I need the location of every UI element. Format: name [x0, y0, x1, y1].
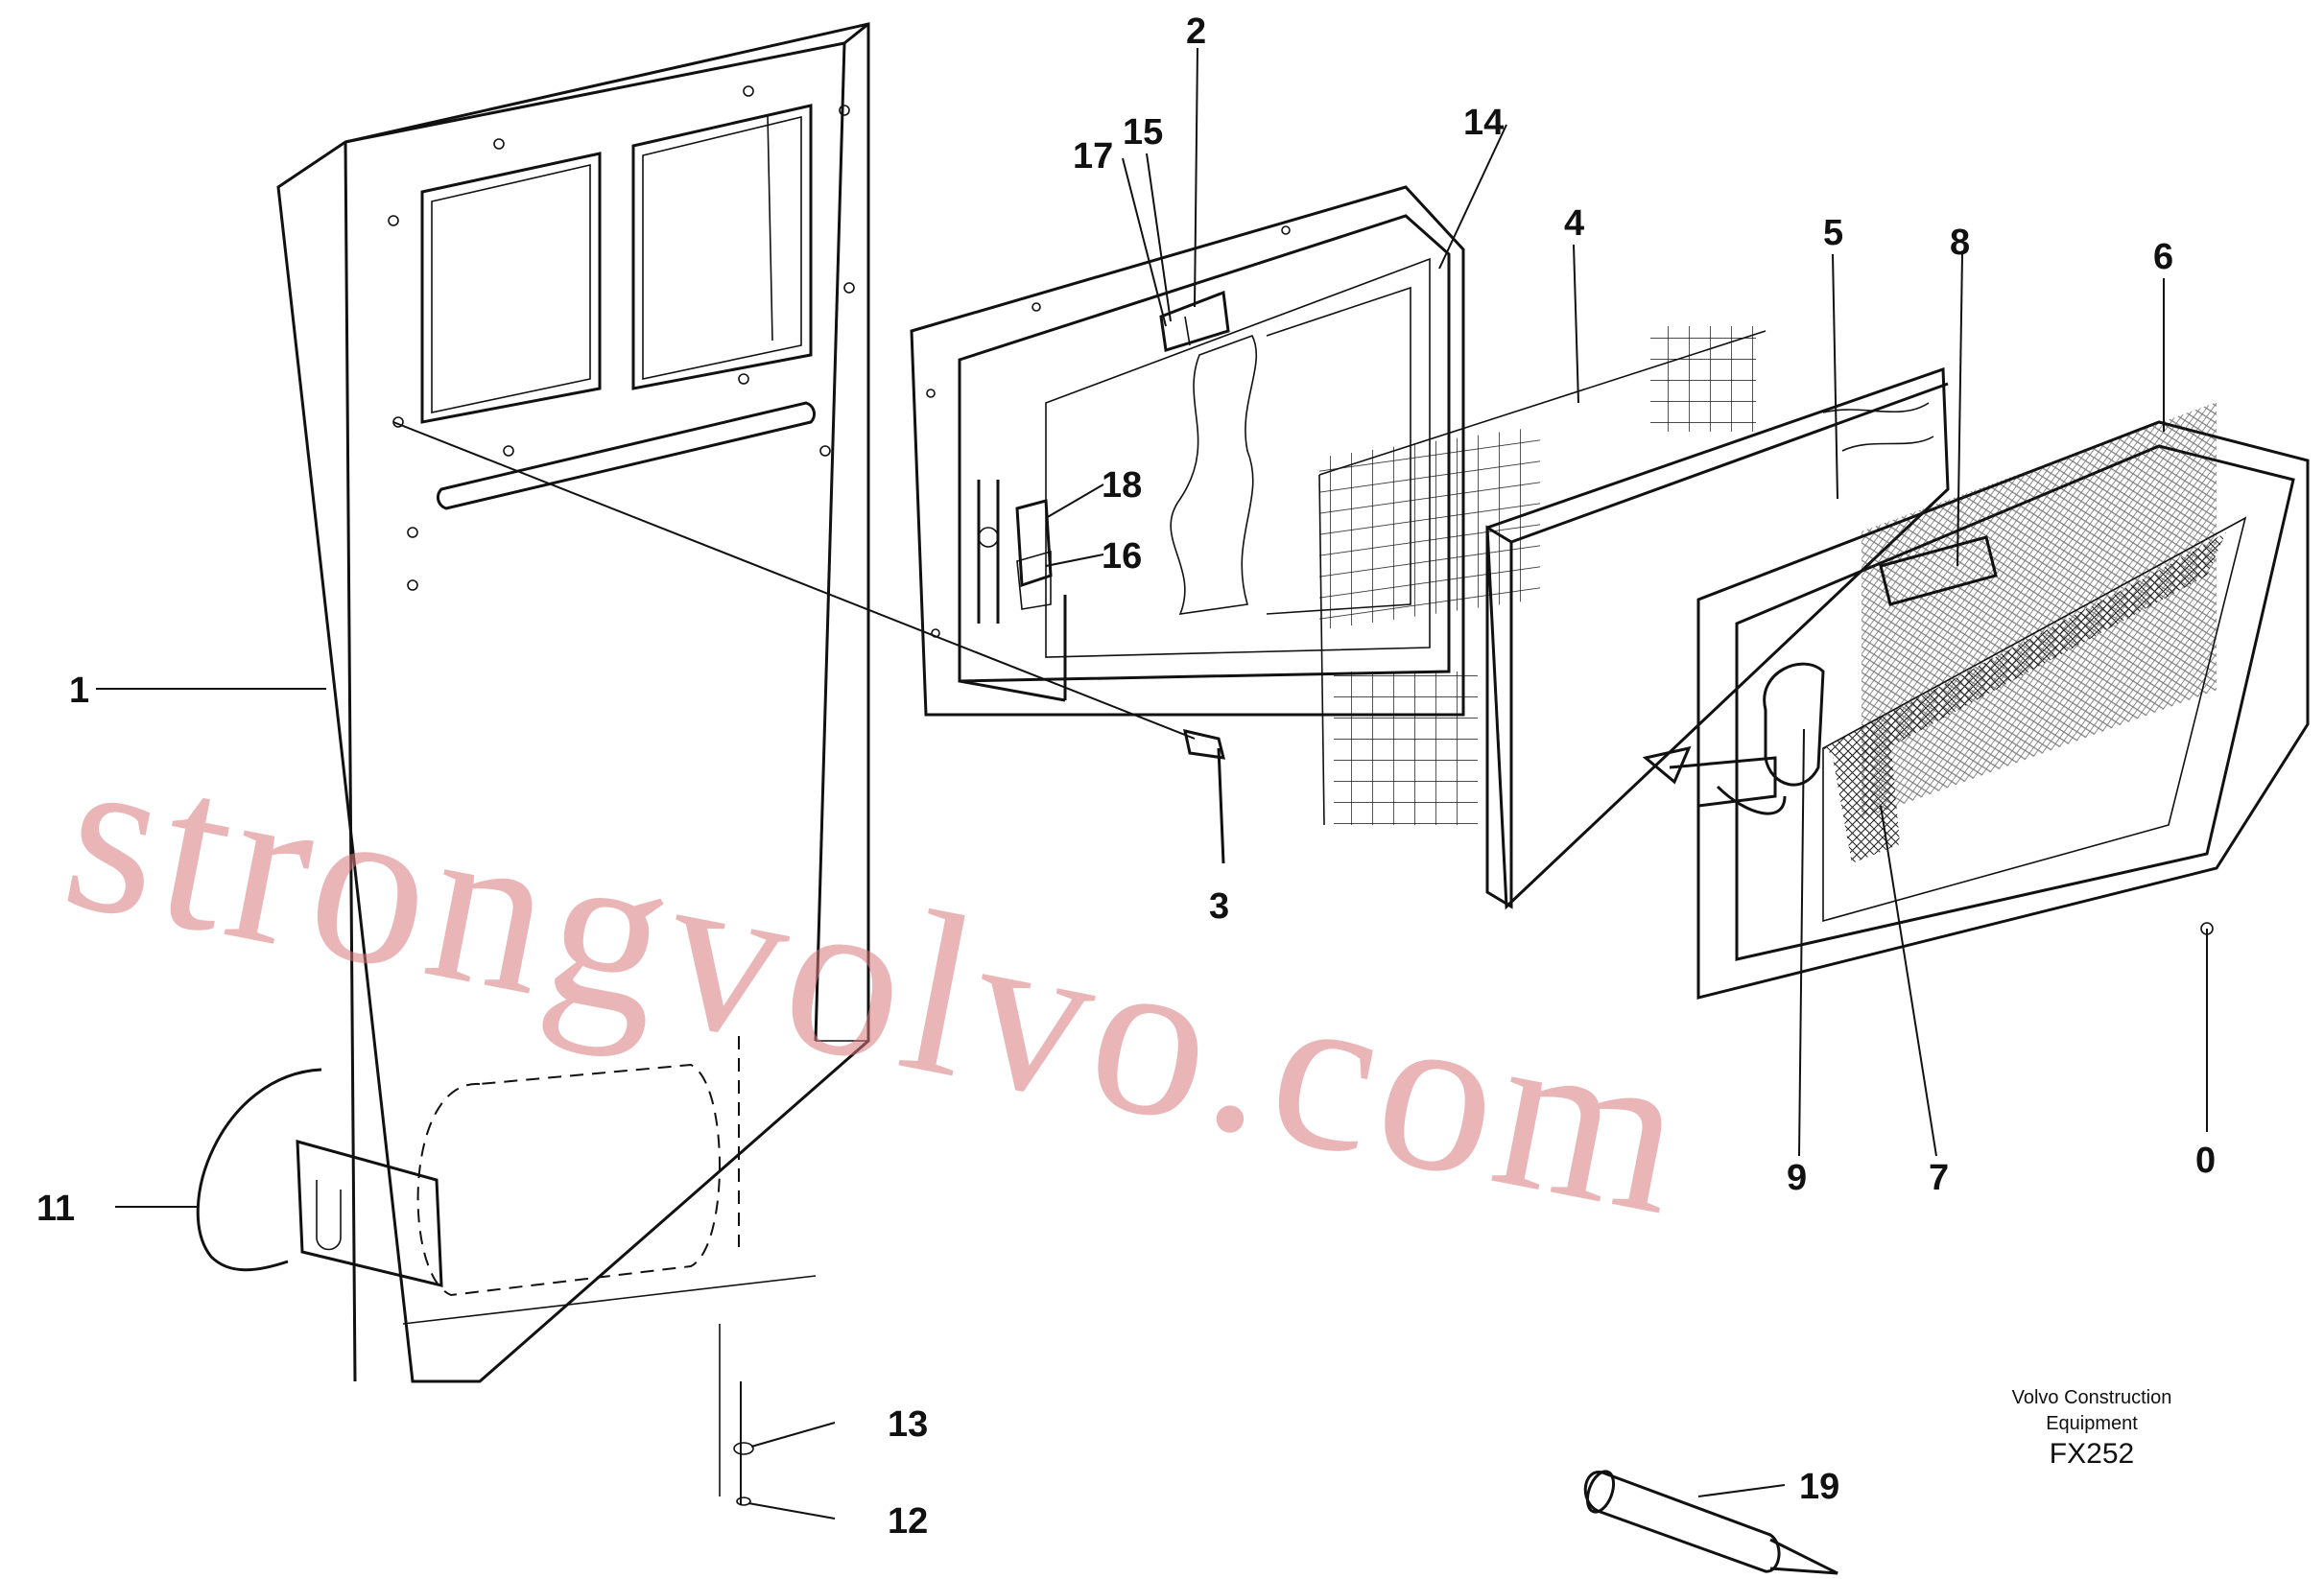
callout-12: 12	[888, 1501, 928, 1542]
callout-17: 17	[1073, 136, 1113, 177]
bolt-part	[392, 421, 1225, 864]
diagram-code: FX252	[2050, 1438, 2134, 1470]
callout-1: 1	[69, 671, 89, 711]
mesh-screen-part	[1318, 326, 1767, 826]
callout-19: 19	[1799, 1467, 1839, 1507]
filter-panel-part	[1485, 366, 1950, 910]
callout-8: 8	[1950, 223, 1970, 263]
callout-9: 9	[1787, 1158, 1807, 1198]
callout-labels: 1 2 17 15 14 4 5 8 6 18 16 3 9 7 0 11 13…	[36, 12, 2216, 1542]
sealant-tube-part	[1583, 1470, 1838, 1575]
callout-2: 2	[1186, 12, 1206, 52]
callout-7: 7	[1929, 1158, 1949, 1198]
callout-15: 15	[1123, 112, 1163, 153]
callout-0: 0	[2195, 1141, 2216, 1181]
callout-13: 13	[888, 1404, 928, 1445]
callout-4: 4	[1564, 203, 1584, 244]
callout-6: 6	[2153, 237, 2173, 277]
callout-18: 18	[1102, 465, 1142, 506]
callout-14: 14	[1463, 103, 1504, 143]
hook-bracket	[196, 1068, 443, 1287]
side-panel-part	[196, 22, 870, 1506]
callout-5: 5	[1823, 213, 1843, 253]
panel-bolt-holes	[388, 85, 855, 591]
callout-16: 16	[1102, 536, 1142, 577]
outer-housing-part	[1642, 402, 2310, 1132]
callout-3: 3	[1209, 886, 1229, 927]
callout-11: 11	[36, 1189, 75, 1229]
caption-line-1: Volvo Construction	[2012, 1387, 2172, 1408]
leader-lines	[96, 47, 2165, 1520]
caption-line-2: Equipment	[2046, 1413, 2138, 1434]
caption-block: Volvo Construction Equipment FX252	[2012, 1387, 2172, 1470]
bottom-fasteners	[733, 1381, 754, 1506]
